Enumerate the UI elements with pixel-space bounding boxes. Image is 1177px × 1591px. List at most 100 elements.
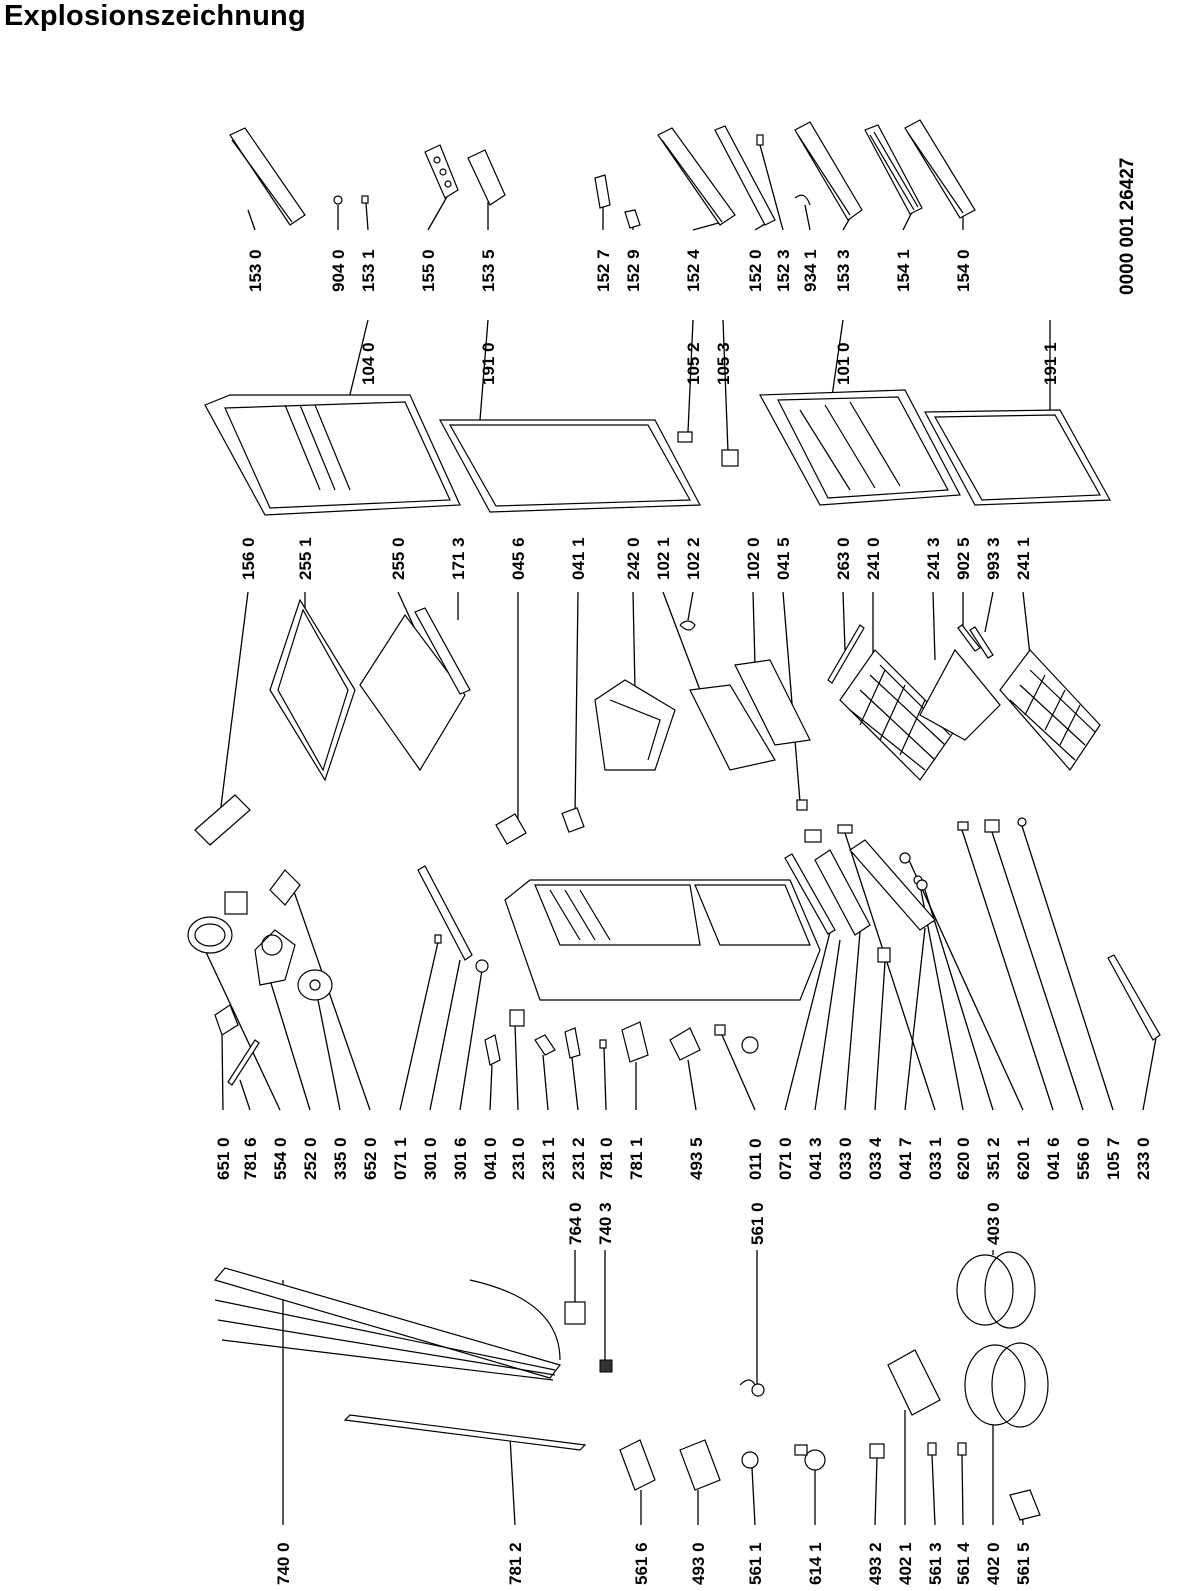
part-label: 652 0 — [361, 1137, 380, 1180]
part-label: 561 6 — [632, 1542, 651, 1585]
leader-line — [751, 1467, 756, 1526]
relay-614-1 — [794, 1444, 826, 1471]
tray-402-1 — [887, 1349, 941, 1416]
panel-041-7 — [849, 839, 936, 931]
part-label: 351 2 — [984, 1137, 1003, 1180]
part-label: 781 6 — [241, 1137, 260, 1180]
relay-561-6 — [619, 1439, 656, 1491]
bracket-231-1 — [534, 1034, 556, 1056]
crisper-242-0 — [594, 679, 676, 771]
part-label: 153 5 — [479, 249, 498, 292]
part-label: 231 2 — [569, 1137, 588, 1180]
leader-line — [1022, 591, 1031, 656]
leader-line — [874, 961, 886, 1111]
leader-line — [429, 959, 461, 1111]
bar-152-0 — [714, 125, 776, 226]
fan-554-0 — [187, 891, 248, 954]
leader-line — [907, 857, 1024, 1111]
drier-740-3 — [599, 1359, 613, 1373]
leader-line — [904, 927, 926, 1111]
leader-line — [844, 931, 861, 1111]
bar-263-0 — [827, 624, 865, 684]
cabinet-body — [504, 879, 821, 1001]
door-shelf-153-0 — [229, 127, 306, 226]
leader-line — [931, 1454, 936, 1526]
part-label: 255 0 — [389, 537, 408, 580]
leader-line — [365, 202, 369, 231]
housing-556-0 — [984, 819, 1000, 833]
leader-line — [842, 591, 846, 651]
leader-line — [784, 931, 831, 1111]
leader-line — [722, 319, 729, 453]
grille-154-1 — [864, 124, 923, 215]
part-label: 561 1 — [746, 1542, 765, 1585]
leader-line — [874, 1457, 878, 1526]
part-label: 902 5 — [954, 537, 973, 580]
leader-line — [961, 829, 1054, 1111]
gasket-191-1 — [924, 409, 1111, 506]
part-drawings — [187, 119, 1161, 1521]
leader-line — [782, 591, 801, 803]
leader-line — [427, 194, 449, 231]
part-label: 252 0 — [301, 1137, 320, 1180]
damper-652-0 — [269, 869, 301, 906]
part-label: 233 0 — [1134, 1137, 1153, 1180]
clip-934-1 — [794, 194, 811, 206]
part-label: 241 1 — [1014, 537, 1033, 580]
plug-561-3 — [927, 1442, 937, 1456]
part-label: 263 0 — [834, 537, 853, 580]
part-label: 620 0 — [954, 1137, 973, 1180]
leader-line — [514, 1024, 519, 1111]
drawer-front-102-1 — [689, 684, 776, 771]
leader-line — [459, 969, 483, 1111]
leader-line — [902, 211, 913, 231]
part-label: 101 0 — [834, 342, 853, 385]
part-label: 231 0 — [509, 1137, 528, 1180]
part-label: 934 1 — [801, 249, 820, 292]
part-label: 045 6 — [509, 537, 528, 580]
part-label: 651 0 — [214, 1137, 233, 1180]
leader-line — [961, 1454, 964, 1526]
hinge-105-3 — [721, 449, 739, 467]
leader-line — [542, 1054, 549, 1111]
leader-line — [217, 591, 249, 831]
leader-line — [479, 319, 489, 421]
part-label: 335 0 — [331, 1137, 350, 1180]
part-label: 493 5 — [687, 1137, 706, 1180]
part-label: 071 1 — [391, 1137, 410, 1180]
lamp-cover-651-0 — [214, 1004, 239, 1036]
part-label: 620 1 — [1014, 1137, 1033, 1180]
bracket-041-3 — [804, 829, 822, 843]
drawer-102-0 — [734, 659, 811, 746]
box-493-0 — [679, 1439, 721, 1491]
part-label: 171 3 — [449, 537, 468, 580]
clip-102-2 — [679, 620, 696, 631]
shelf-255-0 — [359, 613, 466, 772]
strip-902-5 — [957, 624, 981, 652]
condenser-740-0 — [213, 1267, 562, 1381]
part-label: 041 3 — [806, 1137, 825, 1180]
door-shelf-153-3 — [794, 121, 863, 221]
leader-line — [844, 832, 936, 1111]
wheel-335-0 — [297, 969, 333, 1001]
part-label: 105 2 — [684, 342, 703, 385]
part-label: 102 1 — [654, 537, 673, 580]
door-shelf-152-4 — [657, 127, 736, 226]
leader-line — [804, 204, 811, 231]
basket-241-1 — [999, 649, 1101, 771]
strip-993-3 — [969, 626, 994, 659]
part-label: 301 6 — [451, 1137, 470, 1180]
part-label: 781 1 — [627, 1137, 646, 1180]
tube-781-2 — [343, 1414, 587, 1451]
leader-line — [289, 879, 371, 1111]
part-label: 155 0 — [419, 249, 438, 292]
part-label: 231 1 — [539, 1137, 558, 1180]
part-label: 493 0 — [689, 1542, 708, 1585]
part-label: 255 1 — [296, 537, 315, 580]
leader-line — [509, 1436, 516, 1526]
hinge-152-7 — [594, 174, 611, 209]
document-number: 0000 001 26427 — [1117, 158, 1138, 295]
clip-493-2 — [869, 1443, 885, 1459]
leader-line — [932, 591, 936, 661]
part-label: 156 0 — [239, 537, 258, 580]
